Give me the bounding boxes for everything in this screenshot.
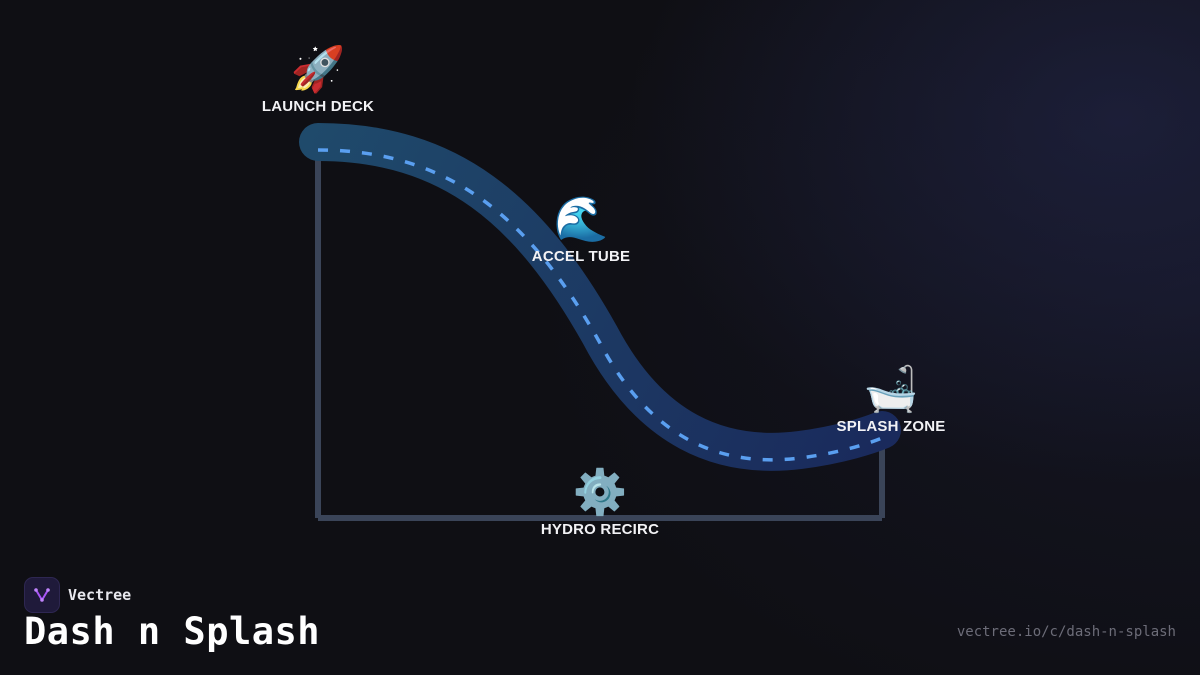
brand[interactable]: Vectree [24, 577, 131, 613]
node-accel-tube: 🌊 ACCEL TUBE [532, 194, 630, 265]
page-title: Dash n Splash [24, 610, 321, 653]
node-label: HYDRO RECIRC [540, 521, 660, 538]
node-splash-zone: 🛁 SPLASH ZONE [837, 364, 946, 435]
slide-tube [299, 123, 901, 471]
rocket-icon: 🚀 [290, 44, 346, 95]
node-label: SPLASH ZONE [836, 418, 946, 435]
flow-path [317, 148, 883, 462]
vectree-logo-icon [24, 577, 60, 613]
node-hydro-recirc: ⚙️ HYDRO RECIRC [541, 467, 659, 538]
gear-icon: ⚙️ [572, 467, 628, 518]
node-launch-deck: 🚀 LAUNCH DECK [262, 44, 374, 115]
node-label: ACCEL TUBE [531, 248, 631, 265]
page-url[interactable]: vectree.io/c/dash-n-splash [956, 624, 1176, 640]
node-label: LAUNCH DECK [261, 98, 375, 115]
bathtub-icon: 🛁 [863, 364, 919, 415]
brand-name: Vectree [68, 586, 132, 604]
wave-icon: 🌊 [553, 194, 609, 245]
